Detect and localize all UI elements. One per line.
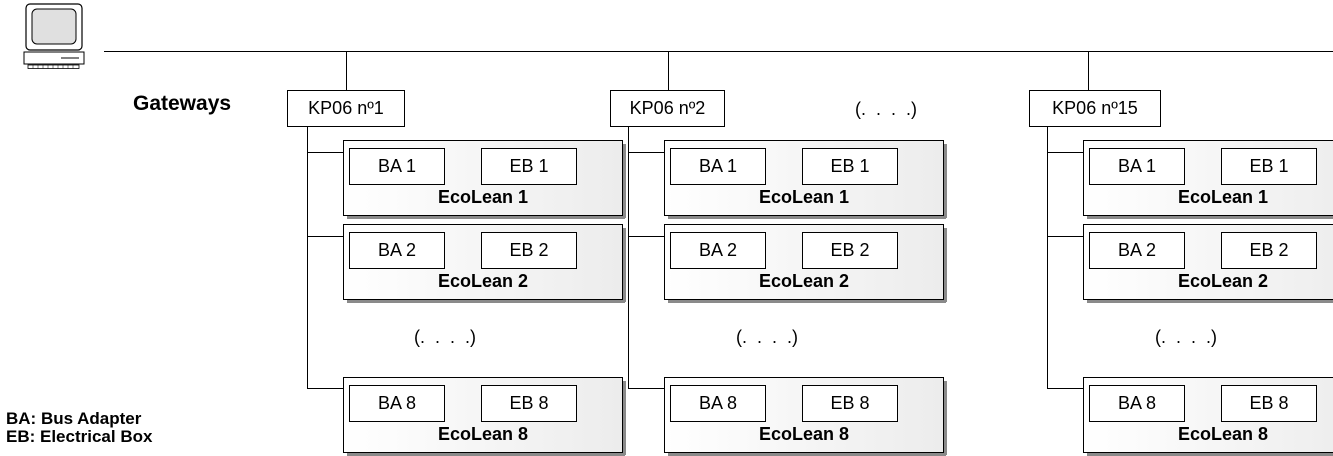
gateway-drop-15 [1088, 51, 1089, 90]
electrical-box: EB 1 [481, 148, 577, 185]
gateway-drop-1 [346, 51, 347, 90]
unit-name: EcoLean 1 [1177, 187, 1269, 207]
bus-adapter-box: BA 2 [349, 232, 445, 269]
tree-branch [1047, 388, 1084, 389]
tree-branch [307, 236, 344, 237]
ecolean-unit: BA 1 EB 1 EcoLean 1 [343, 140, 626, 219]
legend-ba: BA: Bus Adapter [6, 409, 142, 428]
gateway-box: KP06 nº2 [610, 90, 725, 127]
electrical-box: EB 2 [481, 232, 577, 269]
units-ellipsis: (. . . .) [414, 327, 476, 347]
tree-trunk [307, 127, 308, 388]
ecolean-unit: BA 1 EB 1 EcoLean 1 [664, 140, 947, 219]
electrical-box: EB 8 [1221, 385, 1317, 422]
legend-eb: EB: Electrical Box [6, 427, 153, 446]
tree-branch [1047, 236, 1084, 237]
tree-trunk [1047, 127, 1048, 388]
bus-adapter-box: BA 1 [349, 148, 445, 185]
tree-trunk [628, 127, 629, 388]
electrical-box: EB 1 [802, 148, 898, 185]
bus-adapter-box: BA 8 [670, 385, 766, 422]
bus-adapter-box: BA 2 [670, 232, 766, 269]
ecolean-unit: BA 8 EB 8 EcoLean 8 [1083, 377, 1333, 456]
units-ellipsis: (. . . .) [736, 327, 798, 347]
unit-name: EcoLean 2 [437, 271, 529, 291]
electrical-box: EB 2 [1221, 232, 1317, 269]
tree-branch [628, 388, 665, 389]
electrical-box: EB 8 [481, 385, 577, 422]
electrical-box: EB 8 [802, 385, 898, 422]
unit-name: EcoLean 2 [1177, 271, 1269, 291]
units-ellipsis: (. . . .) [1155, 327, 1217, 347]
bus-adapter-box: BA 2 [1089, 232, 1185, 269]
gateway-box: KP06 nº1 [287, 90, 405, 127]
unit-name: EcoLean 2 [758, 271, 850, 291]
bus-adapter-box: BA 8 [1089, 385, 1185, 422]
unit-name: EcoLean 8 [437, 424, 529, 444]
ecolean-unit: BA 2 EB 2 EcoLean 2 [664, 224, 947, 303]
bus-adapter-box: BA 8 [349, 385, 445, 422]
gateway-drop-2 [668, 51, 669, 90]
tree-branch [307, 152, 344, 153]
computer-icon [23, 3, 85, 69]
unit-name: EcoLean 8 [758, 424, 850, 444]
ecolean-unit: BA 8 EB 8 EcoLean 8 [343, 377, 626, 456]
unit-name: EcoLean 1 [437, 187, 529, 207]
gateways-ellipsis: (. . . .) [855, 99, 917, 119]
ecolean-unit: BA 8 EB 8 EcoLean 8 [664, 377, 947, 456]
tree-branch [628, 236, 665, 237]
tree-branch [307, 388, 344, 389]
network-bus-line [104, 51, 1333, 52]
bus-adapter-box: BA 1 [1089, 148, 1185, 185]
unit-name: EcoLean 1 [758, 187, 850, 207]
tree-branch [628, 152, 665, 153]
ecolean-unit: BA 2 EB 2 EcoLean 2 [1083, 224, 1333, 303]
gateway-box: KP06 nº15 [1029, 90, 1161, 127]
ecolean-unit: BA 1 EB 1 EcoLean 1 [1083, 140, 1333, 219]
tree-branch [1047, 152, 1084, 153]
electrical-box: EB 1 [1221, 148, 1317, 185]
ecolean-unit: BA 2 EB 2 EcoLean 2 [343, 224, 626, 303]
bus-adapter-box: BA 1 [670, 148, 766, 185]
gateways-label: Gateways [133, 92, 232, 115]
unit-name: EcoLean 8 [1177, 424, 1269, 444]
electrical-box: EB 2 [802, 232, 898, 269]
